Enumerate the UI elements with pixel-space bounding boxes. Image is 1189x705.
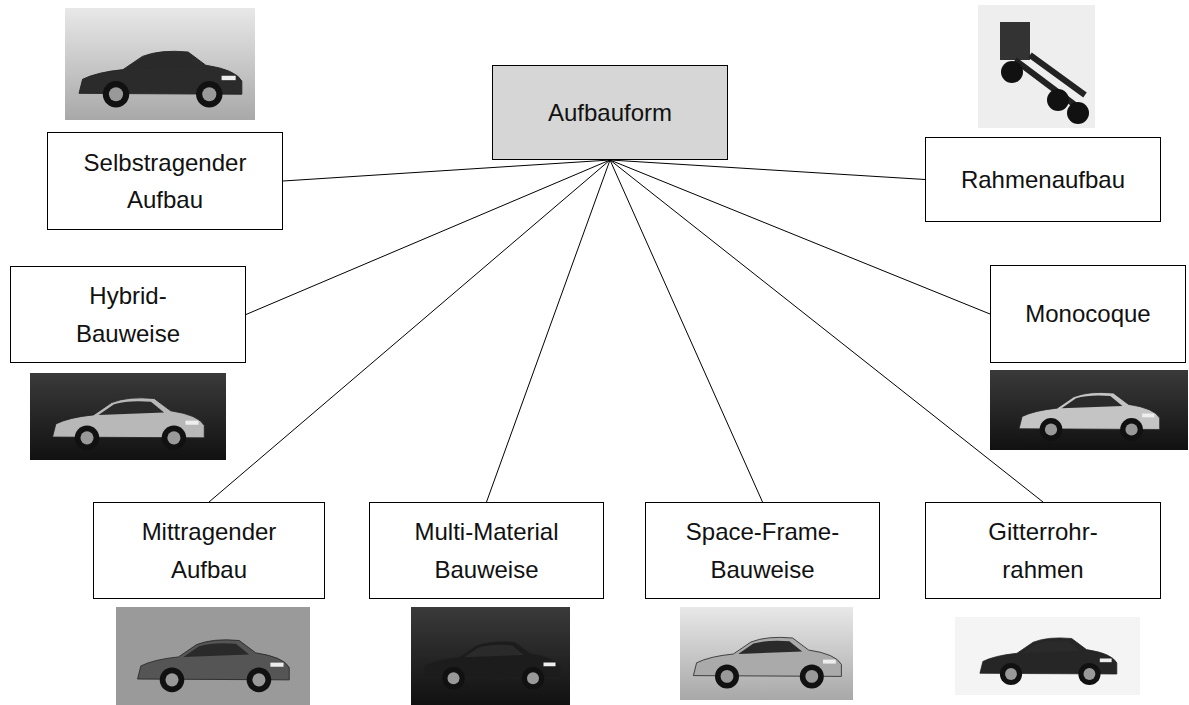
category-box: Rahmenaufbau bbox=[925, 137, 1161, 222]
box-label: Mittragender Aufbau bbox=[119, 513, 299, 587]
category-box: Selbstragender Aufbau bbox=[47, 132, 283, 230]
box-label: Selbstragender Aufbau bbox=[65, 144, 265, 218]
box-label: Rahmenaufbau bbox=[961, 161, 1125, 198]
connector-line bbox=[487, 160, 611, 502]
category-box: Space-Frame- Bauweise bbox=[645, 502, 880, 599]
photo-roadster bbox=[990, 370, 1188, 450]
category-box: Gitterrohr- rahmen bbox=[925, 502, 1161, 599]
box-label: Aufbauform bbox=[548, 94, 672, 131]
box-label: Multi-Material Bauweise bbox=[397, 513, 577, 587]
photo-sedan bbox=[65, 8, 255, 120]
photo-classic-roadster bbox=[955, 617, 1140, 695]
category-box: Monocoque bbox=[990, 265, 1186, 363]
connector-line bbox=[610, 160, 763, 502]
photo-truck-chassis bbox=[978, 5, 1095, 128]
photo-limousine bbox=[680, 607, 853, 700]
box-label: Monocoque bbox=[1025, 295, 1150, 332]
connector-line bbox=[610, 160, 925, 180]
category-box: Multi-Material Bauweise bbox=[369, 502, 604, 599]
category-box: Mittragender Aufbau bbox=[93, 502, 325, 599]
photo-cabrio bbox=[116, 607, 310, 705]
connector-line bbox=[283, 160, 610, 181]
connector-line bbox=[246, 160, 610, 315]
root-box: Aufbauform bbox=[492, 65, 728, 160]
photo-coupe bbox=[30, 373, 226, 460]
photo-sportscar bbox=[411, 607, 570, 705]
box-label: Hybrid- Bauweise bbox=[68, 277, 188, 351]
box-label: Space-Frame- Bauweise bbox=[683, 513, 843, 587]
category-box: Hybrid- Bauweise bbox=[10, 266, 246, 363]
box-label: Gitterrohr- rahmen bbox=[968, 513, 1118, 587]
